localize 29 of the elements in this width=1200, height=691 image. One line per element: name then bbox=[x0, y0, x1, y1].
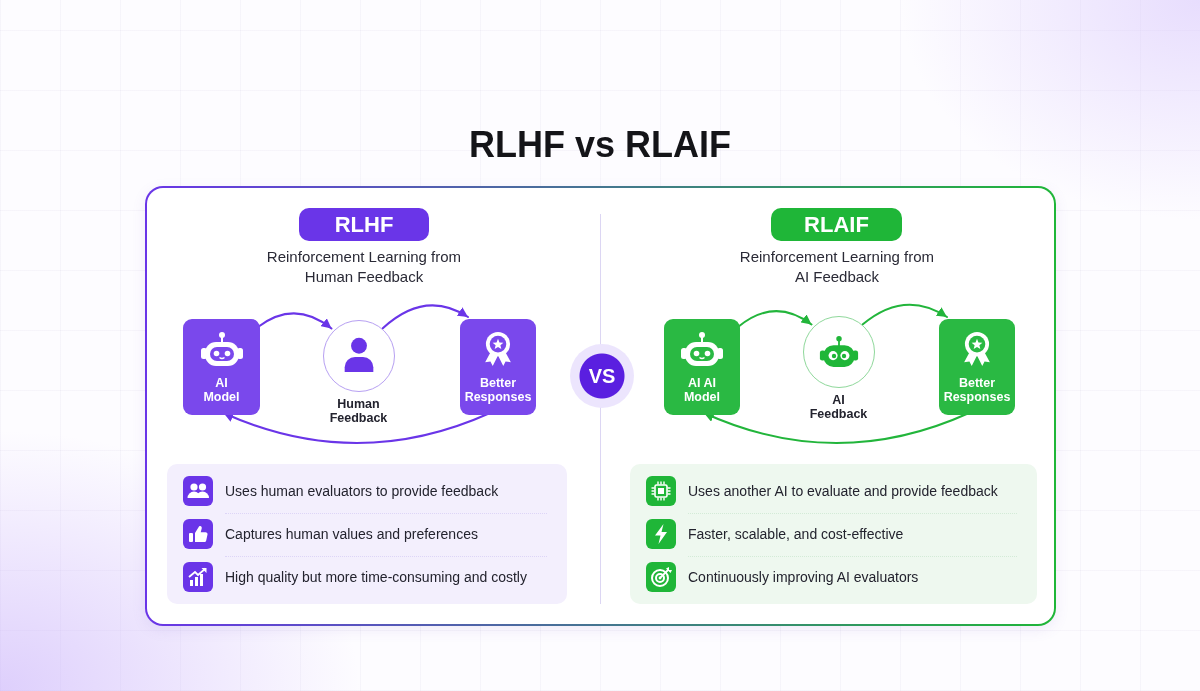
heading-pill: RLAIF bbox=[771, 208, 902, 241]
feature-text: High quality but more time-consuming and costly bbox=[225, 569, 528, 585]
step-box bbox=[183, 319, 260, 415]
step-label: AI AI Model bbox=[682, 376, 722, 404]
step-label: AI Feedback bbox=[808, 393, 869, 421]
step-box bbox=[460, 319, 536, 415]
curved-arrow bbox=[737, 310, 813, 328]
diagram-title: RLHF vs RLAIF bbox=[468, 124, 732, 166]
feature-text: Uses another AI to evaluate and provide feedback bbox=[688, 483, 999, 499]
vs-circle: VS bbox=[570, 344, 634, 408]
step-box bbox=[664, 319, 740, 415]
feature-panel bbox=[630, 464, 1037, 604]
feature-text: Continuously improving AI evaluators bbox=[688, 569, 920, 585]
subtitle-text: Reinforcement Learning from AI Feedback bbox=[738, 247, 936, 287]
feature-text: Faster, scalable, and cost-effective bbox=[688, 526, 905, 542]
feature-text: Captures human values and preferences bbox=[225, 526, 479, 542]
step-label: Better Responses bbox=[942, 376, 1012, 404]
curved-arrow bbox=[381, 304, 469, 330]
feature-text: Uses human evaluators to provide feedback bbox=[225, 483, 500, 499]
comparison-card bbox=[145, 186, 1056, 626]
feature-panel bbox=[167, 464, 567, 604]
curved-arrow bbox=[257, 312, 333, 330]
step-label: Better Responses bbox=[463, 376, 533, 404]
heading-pill: RLHF bbox=[299, 208, 429, 241]
step-box bbox=[939, 319, 1015, 415]
step-label: AI Model bbox=[202, 376, 241, 404]
subtitle-text: Reinforcement Learning from Human Feedback bbox=[265, 247, 463, 287]
step-label: Human Feedback bbox=[328, 397, 389, 425]
curved-arrow bbox=[861, 303, 948, 326]
